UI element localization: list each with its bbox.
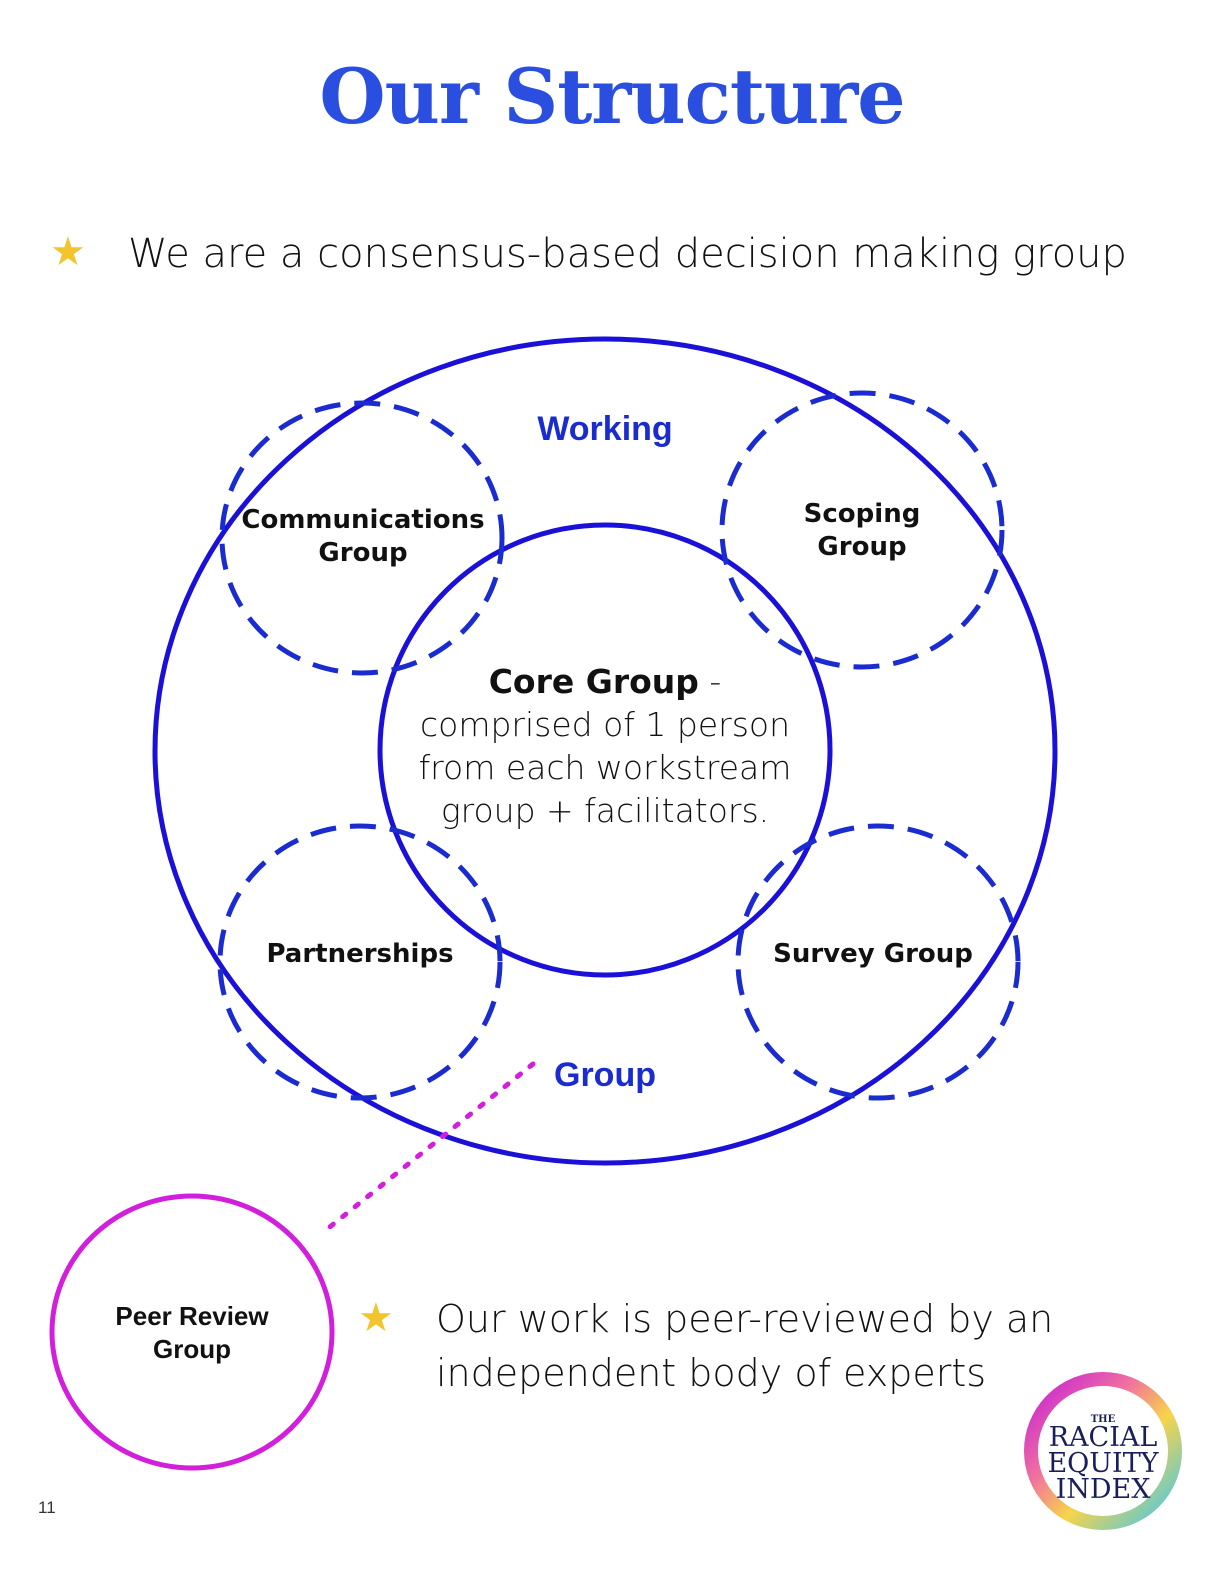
core-group-dash: - — [698, 662, 722, 701]
core-group-description: comprised of 1 person from each workstre… — [418, 705, 792, 830]
logo-equity: EQUITY — [1047, 1448, 1159, 1479]
peer-review-circle — [49, 1193, 335, 1471]
page-number: 11 — [38, 1498, 56, 1517]
survey-group-label: Survey Group — [773, 939, 973, 969]
core-group-circle — [377, 522, 833, 978]
logo-racial: RACIAL — [1048, 1422, 1158, 1453]
logo-ring-icon — [1024, 1372, 1182, 1530]
scoping-group-circle — [719, 390, 1005, 670]
working-label: Working — [537, 410, 673, 448]
peer-review-connector — [323, 1061, 536, 1233]
page-title: Our Structure — [319, 52, 905, 141]
communications-group-label: Communications Group — [241, 505, 485, 568]
peer-review-label: Peer Review Group — [115, 1301, 269, 1364]
partnerships-label: Partnerships — [266, 939, 454, 969]
partnerships-circle — [217, 823, 503, 1101]
core-group-title: Core Group — [488, 662, 699, 701]
communications-group-circle — [219, 400, 505, 676]
star-icon: ★ — [50, 229, 86, 275]
bullet-consensus: ★ We are a consensus-based decision maki… — [50, 228, 1170, 288]
bullet-text: We are a consensus-based decision making… — [128, 231, 1127, 277]
logo-the: THE — [1090, 1414, 1116, 1425]
logo-index: INDEX — [1055, 1474, 1151, 1505]
working-group-circle — [152, 336, 1058, 1166]
scoping-group-label: Scoping Group — [803, 499, 921, 562]
racial-equity-index-logo: THE RACIAL EQUITY INDEX — [1020, 1368, 1186, 1534]
survey-group-circle — [735, 823, 1021, 1101]
group-label: Group — [554, 1056, 656, 1094]
bullet-peer-review: ★ Our work is peer-reviewed by an indepe… — [358, 1292, 1078, 1412]
core-group-text: Core Group - comprised of 1 person from … — [395, 660, 815, 832]
star-icon: ★ — [358, 1295, 394, 1341]
bullet-text: Our work is peer-reviewed by an independ… — [436, 1297, 1054, 1395]
